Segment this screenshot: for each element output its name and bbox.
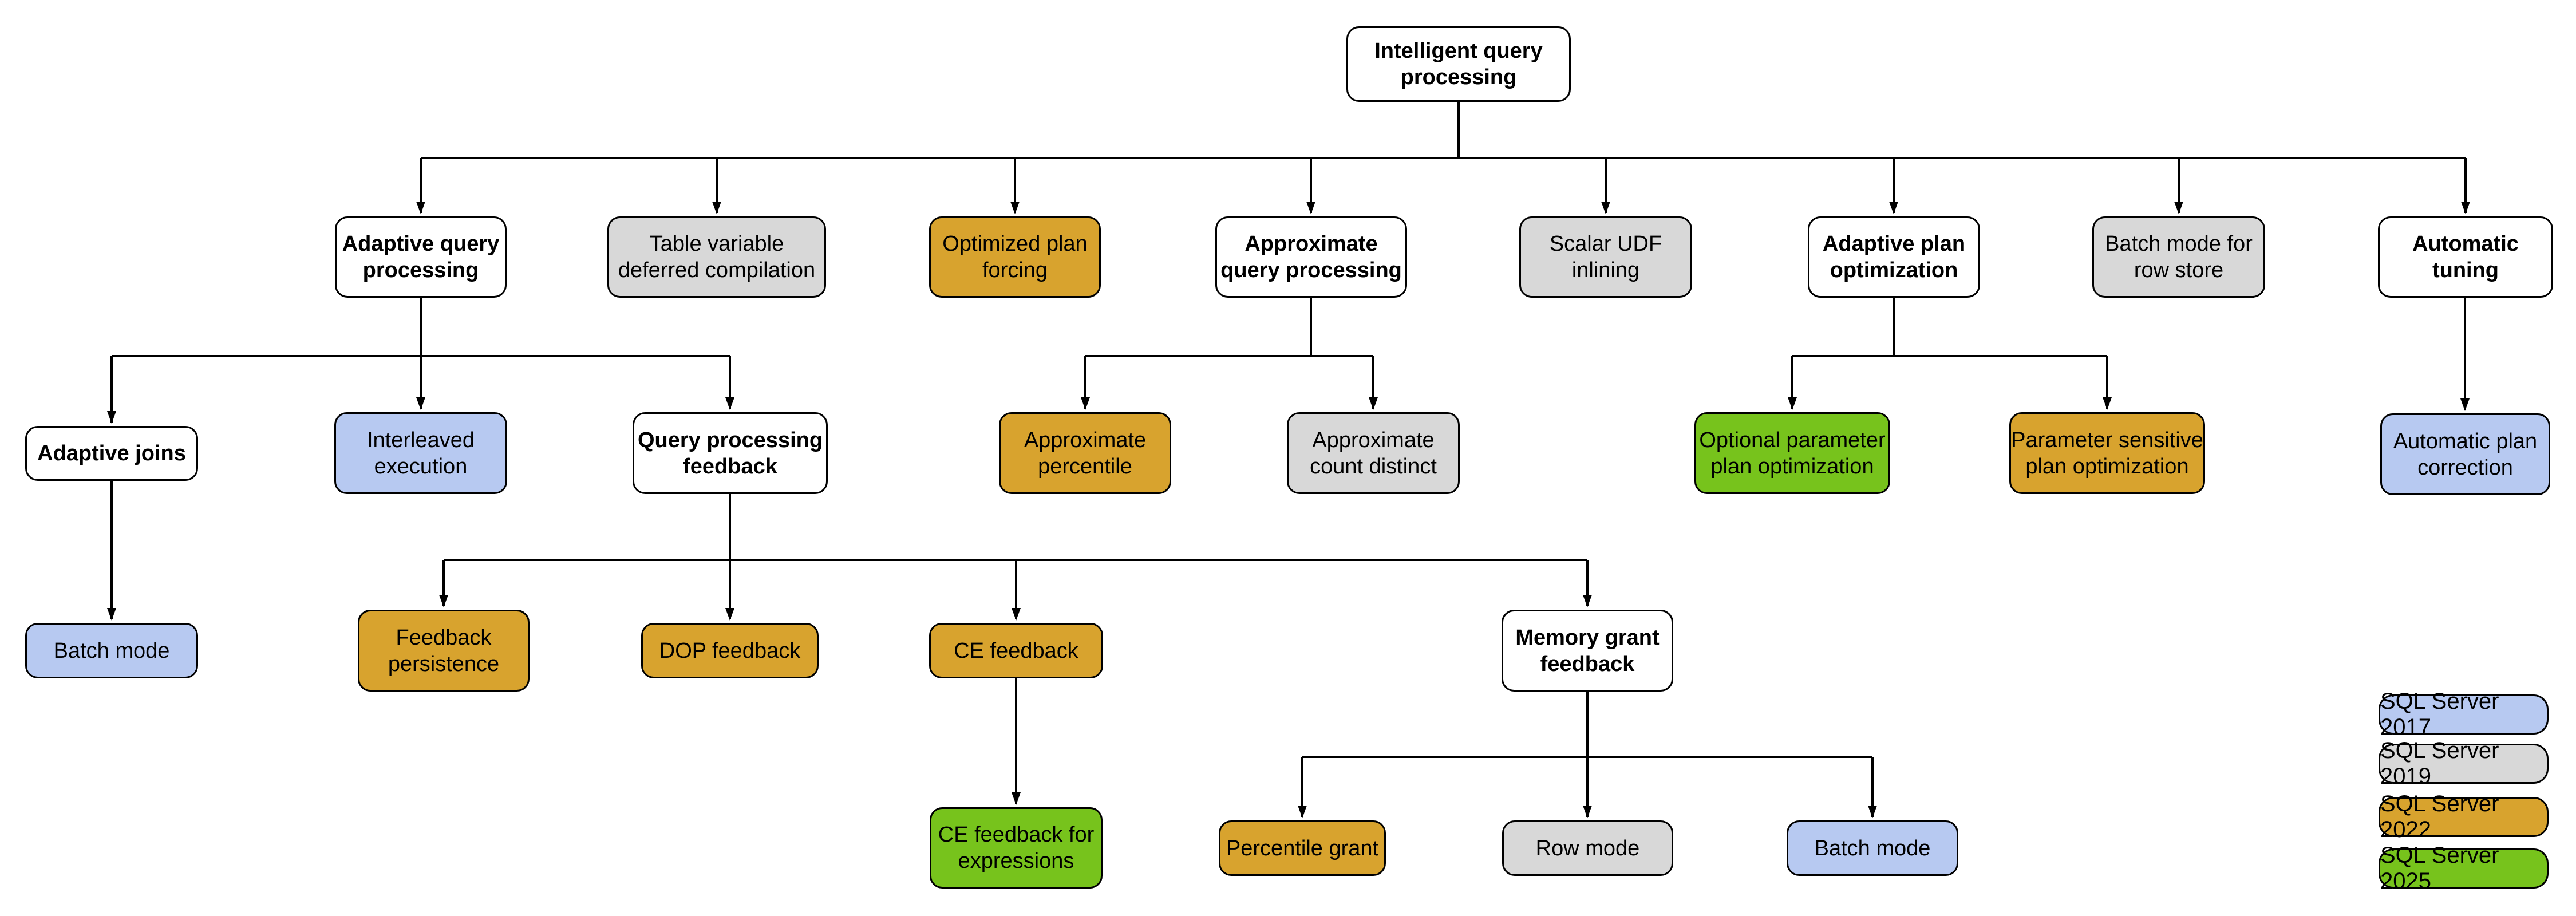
node-dop-feedback: DOP feedback bbox=[641, 623, 819, 678]
node-ce-feedback-for-expressions: CE feedback for expressions bbox=[930, 807, 1103, 889]
legend-sql-server-2019: SQL Server 2019 bbox=[2379, 738, 2549, 789]
node-approximate-query-processing: Approximate query processing bbox=[1215, 216, 1407, 298]
node-scalar-udf-inlining: Scalar UDF inlining bbox=[1519, 216, 1692, 298]
node-automatic-tuning: Automatic tuning bbox=[2378, 216, 2553, 298]
node-row-mode: Row mode bbox=[1502, 820, 1673, 876]
node-memory-grant-feedback: Memory grant feedback bbox=[1502, 610, 1673, 692]
legend-sql-server-2025: SQL Server 2025 bbox=[2379, 843, 2549, 894]
node-interleaved-execution: Interleaved execution bbox=[334, 412, 507, 494]
node-batch-mode-memory-grant: Batch mode bbox=[1787, 820, 1958, 876]
node-ce-feedback: CE feedback bbox=[929, 623, 1103, 678]
node-batch-mode-for-row-store: Batch mode for row store bbox=[2092, 216, 2265, 298]
node-query-processing-feedback: Query processing feedback bbox=[633, 412, 828, 494]
node-percentile-grant: Percentile grant bbox=[1219, 820, 1386, 876]
node-intelligent-query-processing: Intelligent query processing bbox=[1346, 26, 1571, 102]
node-optional-parameter-plan-optimization: Optional parameter plan optimization bbox=[1694, 412, 1890, 494]
node-automatic-plan-correction: Automatic plan correction bbox=[2380, 413, 2550, 495]
node-approximate-percentile: Approximate percentile bbox=[999, 412, 1171, 494]
node-parameter-sensitive-plan-optimization: Parameter sensitive plan optimization bbox=[2009, 412, 2205, 494]
node-optimized-plan-forcing: Optimized plan forcing bbox=[929, 216, 1101, 298]
legend-sql-server-2017: SQL Server 2017 bbox=[2379, 689, 2549, 740]
node-feedback-persistence: Feedback persistence bbox=[358, 610, 530, 692]
node-approximate-count-distinct: Approximate count distinct bbox=[1287, 412, 1460, 494]
node-adaptive-plan-optimization: Adaptive plan optimization bbox=[1808, 216, 1980, 298]
node-adaptive-joins: Adaptive joins bbox=[25, 426, 198, 481]
node-table-variable-deferred-compilation: Table variable deferred compilation bbox=[607, 216, 826, 298]
node-adaptive-query-processing: Adaptive query processing bbox=[335, 216, 507, 298]
node-batch-mode-adaptive-joins: Batch mode bbox=[25, 623, 198, 678]
legend-sql-server-2022: SQL Server 2022 bbox=[2379, 791, 2549, 842]
